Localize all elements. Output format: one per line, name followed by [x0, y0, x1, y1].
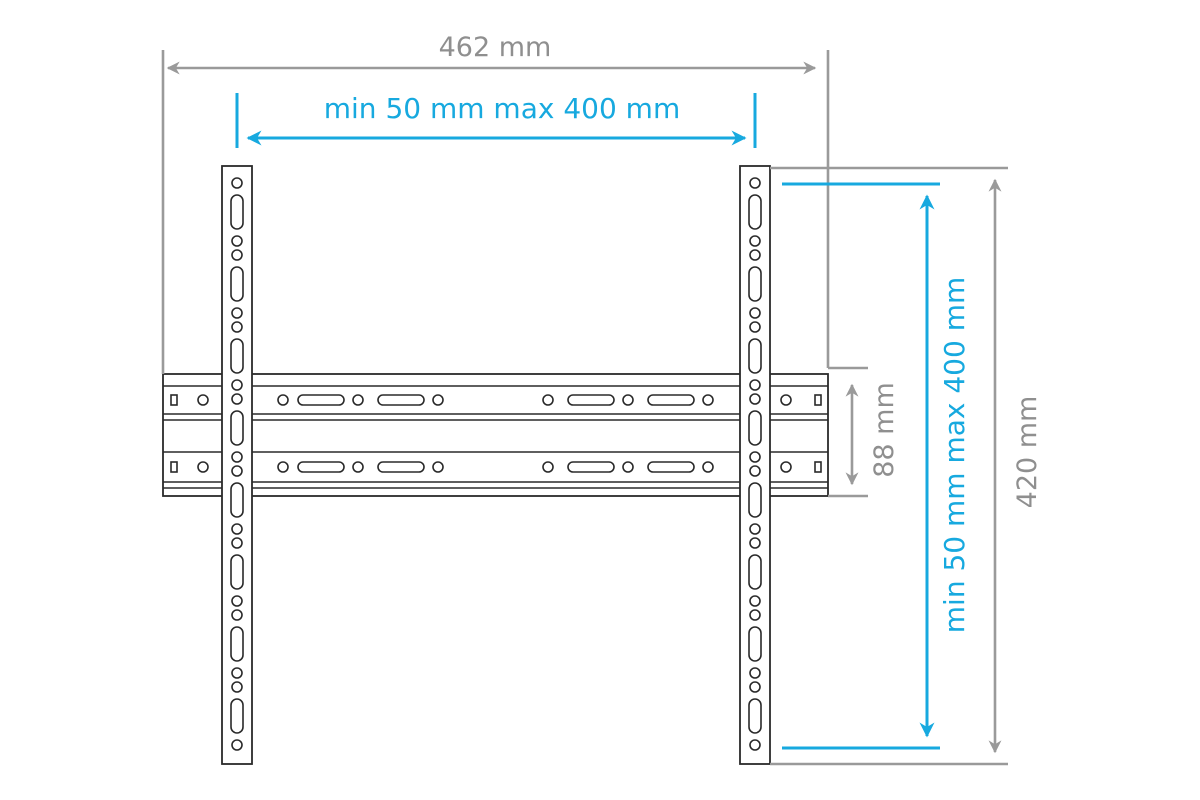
mounting-hole	[231, 249, 243, 261]
mounting-hole	[749, 739, 761, 751]
mounting-slot	[230, 266, 244, 302]
mounting-hole	[749, 609, 761, 621]
right-vertical-bracket	[739, 165, 771, 765]
rail-square-hole	[170, 461, 178, 473]
mounting-hole	[231, 379, 243, 391]
mounting-slot	[748, 698, 762, 734]
mounting-slot	[230, 482, 244, 518]
mounting-slot	[748, 194, 762, 230]
rail-slot	[377, 394, 425, 406]
rail-round-hole	[352, 394, 364, 406]
mounting-hole	[231, 739, 243, 751]
mounting-slot	[230, 626, 244, 662]
rail-round-hole	[780, 461, 792, 473]
mounting-hole	[749, 537, 761, 549]
mounting-hole	[231, 523, 243, 535]
rail-round-hole	[432, 461, 444, 473]
rail-slot	[297, 394, 345, 406]
overall-height-dimension: 420 mm	[988, 178, 1043, 754]
mounting-slot	[230, 554, 244, 590]
rail-round-hole	[277, 394, 289, 406]
rail-slot	[647, 461, 695, 473]
mounting-slot	[748, 482, 762, 518]
mounting-hole	[749, 667, 761, 679]
rail-round-hole	[352, 461, 364, 473]
mounting-hole	[231, 537, 243, 549]
mounting-slot	[230, 410, 244, 446]
rail-square-hole	[170, 394, 178, 406]
rail-round-hole	[542, 394, 554, 406]
mounting-hole	[231, 595, 243, 607]
overall-width-dimension: 462 mm	[166, 32, 817, 75]
vertical-vesa-label: min 50 mm max 400 mm	[938, 277, 971, 633]
rail-round-hole	[197, 394, 209, 406]
rail-slot	[377, 461, 425, 473]
rail-round-hole	[622, 461, 634, 473]
mounting-hole	[749, 393, 761, 405]
rail-round-hole	[622, 394, 634, 406]
mounting-hole	[231, 235, 243, 247]
mounting-slot	[230, 698, 244, 734]
mounting-hole	[749, 249, 761, 261]
mounting-hole	[749, 307, 761, 319]
mounting-slot	[748, 266, 762, 302]
mounting-hole	[231, 609, 243, 621]
mounting-slot	[230, 194, 244, 230]
cyan-extension-lines	[235, 93, 940, 750]
overall-width-label: 462 mm	[439, 32, 552, 63]
mounting-hole	[749, 595, 761, 607]
rail-round-hole	[277, 461, 289, 473]
rail-square-hole	[814, 394, 822, 406]
horizontal-vesa-dimension: min 50 mm max 400 mm	[246, 92, 747, 146]
gray-extension-lines	[161, 50, 1008, 766]
wall-rail	[162, 373, 829, 497]
mounting-hole	[231, 393, 243, 405]
rail-round-hole	[432, 394, 444, 406]
mounting-hole	[749, 451, 761, 463]
mounting-hole	[749, 235, 761, 247]
rail-round-hole	[542, 461, 554, 473]
mounting-hole	[749, 681, 761, 693]
left-vertical-bracket	[221, 165, 253, 765]
mounting-hole	[749, 465, 761, 477]
rail-slot	[567, 461, 615, 473]
vertical-vesa-dimension: min 50 mm max 400 mm	[919, 194, 971, 738]
mounting-hole	[231, 465, 243, 477]
rail-round-hole	[702, 461, 714, 473]
mounting-hole	[231, 321, 243, 333]
mounting-slot	[748, 410, 762, 446]
mounting-slot	[748, 626, 762, 662]
rail-round-hole	[197, 461, 209, 473]
rail-slot	[567, 394, 615, 406]
mounting-hole	[231, 451, 243, 463]
mounting-slot	[230, 338, 244, 374]
mounting-hole	[231, 307, 243, 319]
overall-height-label: 420 mm	[1012, 396, 1043, 509]
mounting-hole	[231, 681, 243, 693]
rail-slot	[297, 461, 345, 473]
horizontal-vesa-label: min 50 mm max 400 mm	[324, 92, 680, 125]
rail-round-hole	[780, 394, 792, 406]
rail-slot	[647, 394, 695, 406]
rail-square-hole	[814, 461, 822, 473]
rail-round-hole	[702, 394, 714, 406]
rail-height-label: 88 mm	[869, 382, 900, 478]
mounting-slot	[748, 554, 762, 590]
mounting-hole	[749, 321, 761, 333]
mounting-hole	[231, 177, 243, 189]
mounting-hole	[231, 667, 243, 679]
mounting-slot	[748, 338, 762, 374]
rail-height-dimension: 88 mm	[845, 382, 900, 486]
mounting-hole	[749, 379, 761, 391]
mounting-hole	[749, 177, 761, 189]
mounting-hole	[749, 523, 761, 535]
